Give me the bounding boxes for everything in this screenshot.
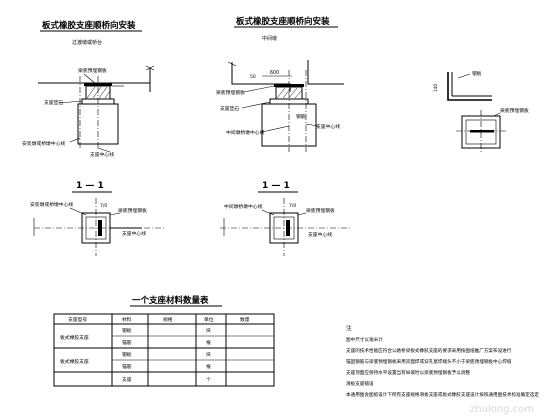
table-cell-material: 钢板	[122, 351, 132, 358]
table-header-3: 单位	[204, 316, 214, 323]
middle-label-mortar: 支座垫石	[220, 105, 239, 112]
middle-dim-side: 50	[250, 74, 256, 80]
angle-steel	[447, 72, 492, 101]
table-group-0-name: 板式橡胶支座	[60, 334, 89, 341]
middle-break-mark	[227, 61, 237, 67]
middle-label-steel: 钢筋	[296, 113, 306, 120]
middle-girder-left	[231, 62, 291, 92]
table-header-2: 规格	[163, 316, 173, 323]
note-line: 图中尺寸以毫米计	[346, 336, 383, 343]
middle-section-label-pier: 中间墩桥墩中心线	[224, 203, 263, 210]
middle-leader-plate	[243, 85, 275, 93]
right-dim-vertical: 140	[433, 84, 438, 92]
left-elevation: 板式橡胶支座顺桥向安装 过渡墩或桥台 梁底预埋钢板 支座垫石 安装墩或桥墩中心线	[22, 20, 155, 158]
left-section-dim: 7/0	[100, 203, 107, 209]
middle-leader-mortar	[241, 101, 271, 109]
left-section-leader-plate	[109, 212, 121, 216]
middle-section-dim: 7/0	[289, 203, 296, 209]
right-leader-plate	[493, 112, 501, 117]
middle-section-leader-plate	[297, 212, 307, 216]
left-bearing-hatch	[86, 86, 111, 99]
notes-block: 注 图中尺寸以毫米计 支座的技术性能应符合公路桥梁板式橡胶支座的要求采用按图纸推…	[346, 324, 539, 398]
middle-label-plate: 梁底预埋钢板	[216, 89, 245, 96]
right-detail: 钢板 梁底预埋钢板 140	[433, 70, 529, 152]
left-label-center: 支座中心线	[90, 151, 114, 158]
left-break-mark-2	[145, 65, 155, 71]
left-label-anchor: 安装墩或桥墩中心线	[22, 140, 65, 147]
middle-section-mark: 1 — 1	[262, 181, 290, 191]
middle-leader-center	[305, 123, 319, 127]
left-leader-center	[97, 147, 111, 153]
middle-label-pier: 中间墩桥墩中心线	[226, 129, 265, 136]
middle-title: 板式橡胶支座顺桥向安装	[236, 16, 330, 27]
left-section: 1 — 1 7/0 安装墩或桥墩中心线 梁底预埋钢板 支座中心线	[30, 181, 166, 256]
note-line: 锚固钢筋与梁底预埋钢板采用双面焊或穿孔塞焊端头不小于梁底预埋钢板中心焊缝	[346, 358, 512, 365]
middle-subtitle: 中间墩	[262, 35, 277, 42]
note-line: 支座的技术性能应符合公路桥梁板式橡胶支座的要求采用按图纸推广方案布设进行	[346, 347, 512, 354]
middle-girder-right	[307, 60, 344, 85]
left-label-mortar: 支座垫石	[44, 99, 63, 106]
table-cell-unit: 根	[206, 339, 211, 346]
left-title: 板式橡胶支座顺桥向安装	[42, 20, 136, 31]
left-section-anchor	[98, 220, 102, 236]
right-label-top: 钢板	[472, 70, 482, 77]
table-cell-material: 钢板	[122, 327, 132, 334]
middle-bearing-hatch	[276, 87, 303, 99]
table-title: 一个支座材料数量表	[132, 295, 209, 306]
middle-section-plate	[269, 212, 299, 244]
material-table: 一个支座材料数量表 支座型号 材料 规格 单位 数量 板式橡胶支座 钢板 块 锚…	[53, 295, 275, 387]
left-label-plate: 梁底预埋钢板	[78, 67, 107, 74]
middle-elevation: 板式橡胶支座顺桥向安装 中间墩 600 50 梁底预埋钢板 支座垫石 中间墩桥墩…	[216, 16, 344, 152]
left-section-leader-anchor	[69, 207, 87, 216]
left-section-label-anchor: 安装墩或桥墩中心线	[30, 201, 73, 208]
middle-dim-top: 600	[270, 70, 279, 76]
left-leader-plate-2	[83, 73, 97, 85]
middle-label-center: 支座中心线	[316, 123, 340, 130]
left-section-bearing	[85, 216, 107, 240]
table-cell-unit: 个	[206, 377, 211, 383]
table-cell-unit: 根	[206, 363, 211, 370]
middle-section-bearing	[273, 216, 295, 240]
table-header-0: 支座型号	[68, 316, 87, 323]
table-header-1: 材料	[122, 316, 132, 323]
middle-section-label-plate: 梁底预埋钢板	[306, 207, 335, 214]
note-line: 本通用图会图纸设计下所有支座规格滑板支座或板式橡胶支座设计按照通用图技术标准确定…	[346, 391, 539, 398]
left-section-mark: 1 — 1	[76, 181, 104, 191]
table-header-4: 数量	[240, 316, 250, 323]
watermark: zhulong.com	[470, 404, 534, 415]
middle-section: 1 — 1 7/0 中间墩桥墩中心线 梁底预埋钢板 支座中心线	[220, 181, 350, 256]
right-leader-top	[457, 73, 471, 79]
table-cell-unit: 块	[206, 327, 211, 334]
left-leader-mortar	[59, 100, 83, 104]
middle-section-leader-pier	[261, 209, 275, 216]
table-cell-material: 锚筋	[122, 339, 132, 346]
left-section-label-plate: 梁底预埋钢板	[118, 207, 147, 214]
notes-heading: 注	[346, 324, 352, 332]
table-cell-unit: 块	[206, 351, 211, 358]
table-cell-material: 锚筋	[122, 363, 132, 370]
left-section-label-center: 支座中心线	[122, 230, 146, 237]
left-subtitle: 过渡墩或桥台	[72, 39, 102, 46]
middle-section-anchor	[286, 220, 290, 236]
table-cell-material: 支座	[122, 376, 132, 383]
note-line: 滑板支座铺设	[346, 380, 374, 387]
note-line: 支座顶面应保持水平设置当有纵坡时以梁底预埋钢板予以调整	[346, 369, 470, 376]
table-border	[53, 313, 275, 387]
middle-leader-pier	[261, 125, 290, 133]
middle-section-label-center: 支座中心线	[308, 231, 332, 238]
right-label-plate: 梁底预埋钢板	[500, 107, 529, 114]
table-group-1-name: 板式橡胶支座	[60, 358, 89, 365]
left-leader-anchor	[69, 137, 81, 143]
